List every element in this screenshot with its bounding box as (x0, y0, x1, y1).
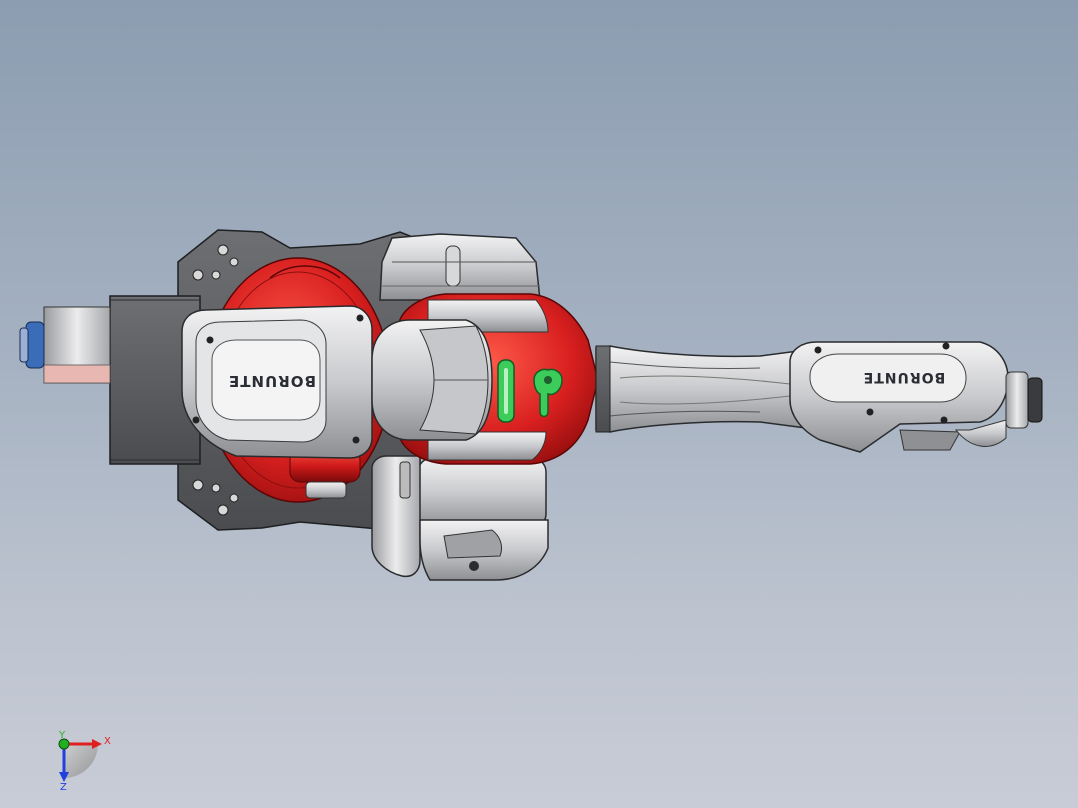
green-bracket (533, 368, 563, 418)
wrist-brand-logo: BORUNTE (863, 369, 946, 385)
forearm (595, 345, 807, 433)
base-brand-logo: BORUNTE (228, 372, 316, 390)
arm-head-cover (371, 319, 493, 441)
wrist-housing: BORUNTE (789, 341, 1009, 453)
shoulder-motor-lower (371, 455, 549, 581)
base-motor-housing (19, 295, 201, 465)
triad-z-label: Z (60, 782, 67, 793)
triad-y-label: Y (58, 730, 66, 741)
green-indicator (497, 359, 515, 423)
end-effector-flange (954, 371, 1043, 447)
shoulder-motor-upper (379, 233, 541, 301)
triad-x-label: X (104, 736, 111, 747)
axis-triad: X Y Z (58, 730, 111, 793)
base-cover: BORUNTE (181, 305, 373, 459)
